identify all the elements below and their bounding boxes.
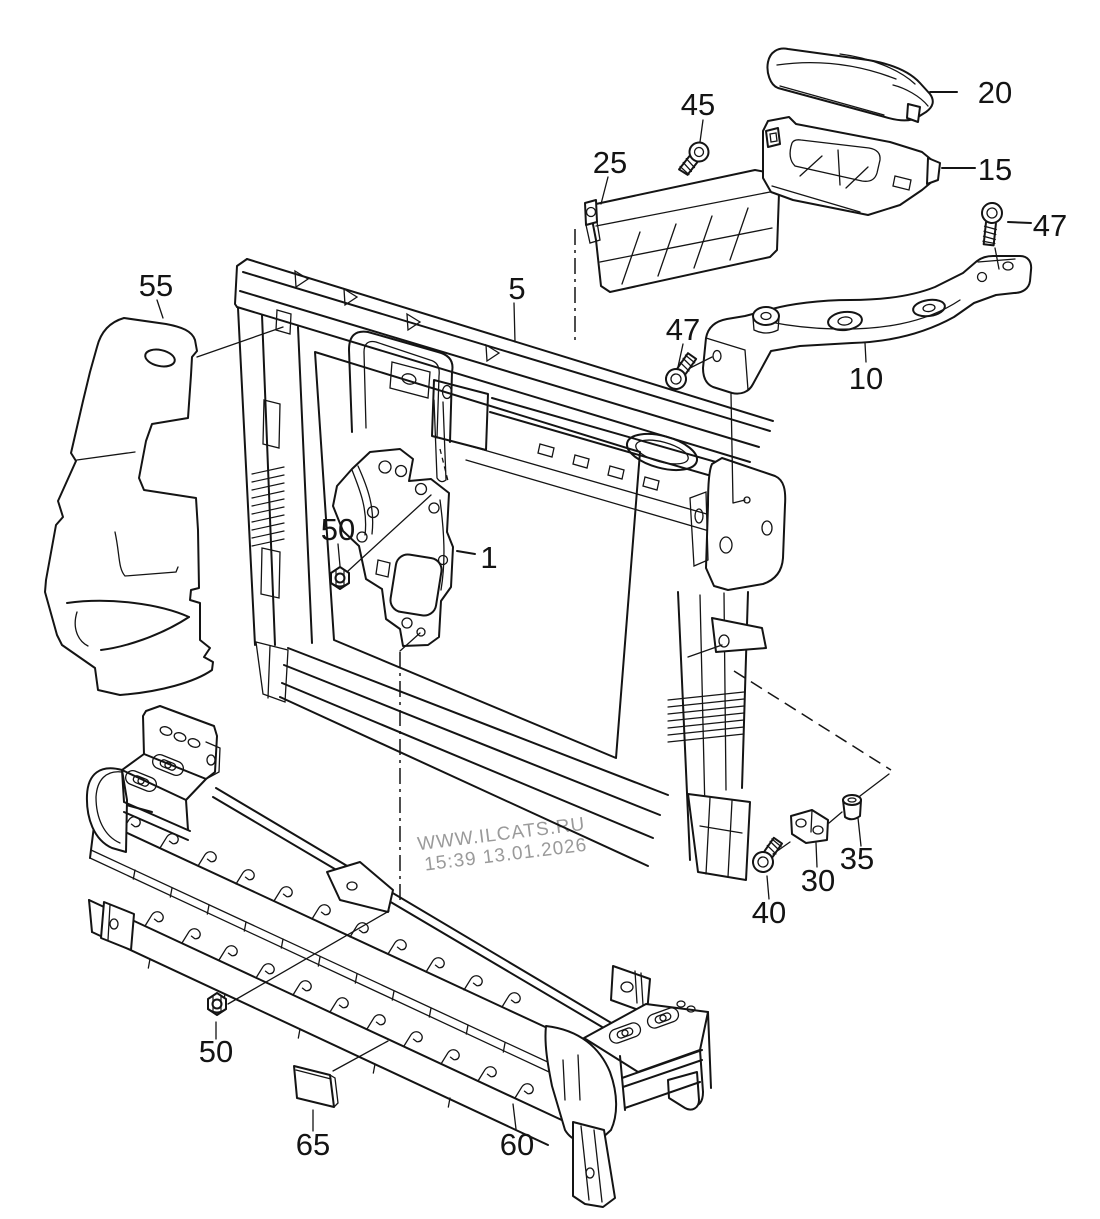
left-member-fins bbox=[251, 466, 285, 547]
nut-50-bottom bbox=[207, 992, 227, 1016]
callout-30[interactable]: 30 bbox=[801, 863, 835, 898]
alignment-lines bbox=[399, 229, 1000, 902]
callout-55[interactable]: 55 bbox=[139, 268, 173, 303]
part-15-tray bbox=[762, 116, 941, 216]
callout-50-bottom[interactable]: 50 bbox=[199, 1034, 233, 1069]
callout-10[interactable]: 10 bbox=[849, 361, 883, 396]
screw-40 bbox=[752, 836, 784, 873]
part-5-lock-carrier bbox=[234, 258, 787, 881]
part-30-retainer bbox=[790, 809, 829, 844]
watermark: WWW.ILCATS.RU 15:39 13.01.2026 bbox=[416, 814, 588, 876]
callout-20[interactable]: 20 bbox=[978, 75, 1012, 110]
callout-40[interactable]: 40 bbox=[752, 895, 786, 930]
callout-15[interactable]: 15 bbox=[978, 152, 1012, 187]
screw-47-top bbox=[981, 202, 1003, 247]
screw-47-left bbox=[665, 352, 698, 390]
callout-1[interactable]: 1 bbox=[480, 540, 497, 575]
leader-lines bbox=[156, 91, 1032, 1132]
callout-25[interactable]: 25 bbox=[593, 145, 627, 180]
part-10-support-brace bbox=[702, 255, 1033, 395]
part-65-pad bbox=[293, 1065, 339, 1108]
part-55-air-guide bbox=[44, 317, 214, 696]
callout-labels: 45 20 25 15 47 5 55 47 10 50 1 35 30 40 … bbox=[139, 75, 1067, 1162]
callout-45[interactable]: 45 bbox=[681, 87, 715, 122]
part-60-bumper-reinforcement bbox=[85, 705, 712, 1208]
bumper-left-bracket bbox=[85, 705, 221, 951]
nut-50-mid bbox=[330, 566, 350, 590]
part-25-air-duct bbox=[584, 169, 780, 293]
bumper-hooks-lower bbox=[144, 908, 536, 1105]
screw-45 bbox=[678, 141, 710, 176]
callout-50-mid[interactable]: 50 bbox=[321, 512, 355, 547]
callout-65[interactable]: 65 bbox=[296, 1127, 330, 1162]
callout-60[interactable]: 60 bbox=[500, 1127, 534, 1162]
part-35-spacer-sleeve bbox=[842, 794, 862, 821]
callout-47-top[interactable]: 47 bbox=[1033, 208, 1067, 243]
part-20-cover bbox=[766, 47, 934, 123]
bumper-right-bracket bbox=[572, 965, 712, 1208]
callout-47-left[interactable]: 47 bbox=[666, 312, 700, 347]
part-1-bracket-plate bbox=[332, 448, 454, 647]
callout-35[interactable]: 35 bbox=[840, 841, 874, 876]
right-member-fins bbox=[667, 691, 745, 743]
callout-5[interactable]: 5 bbox=[508, 271, 525, 306]
